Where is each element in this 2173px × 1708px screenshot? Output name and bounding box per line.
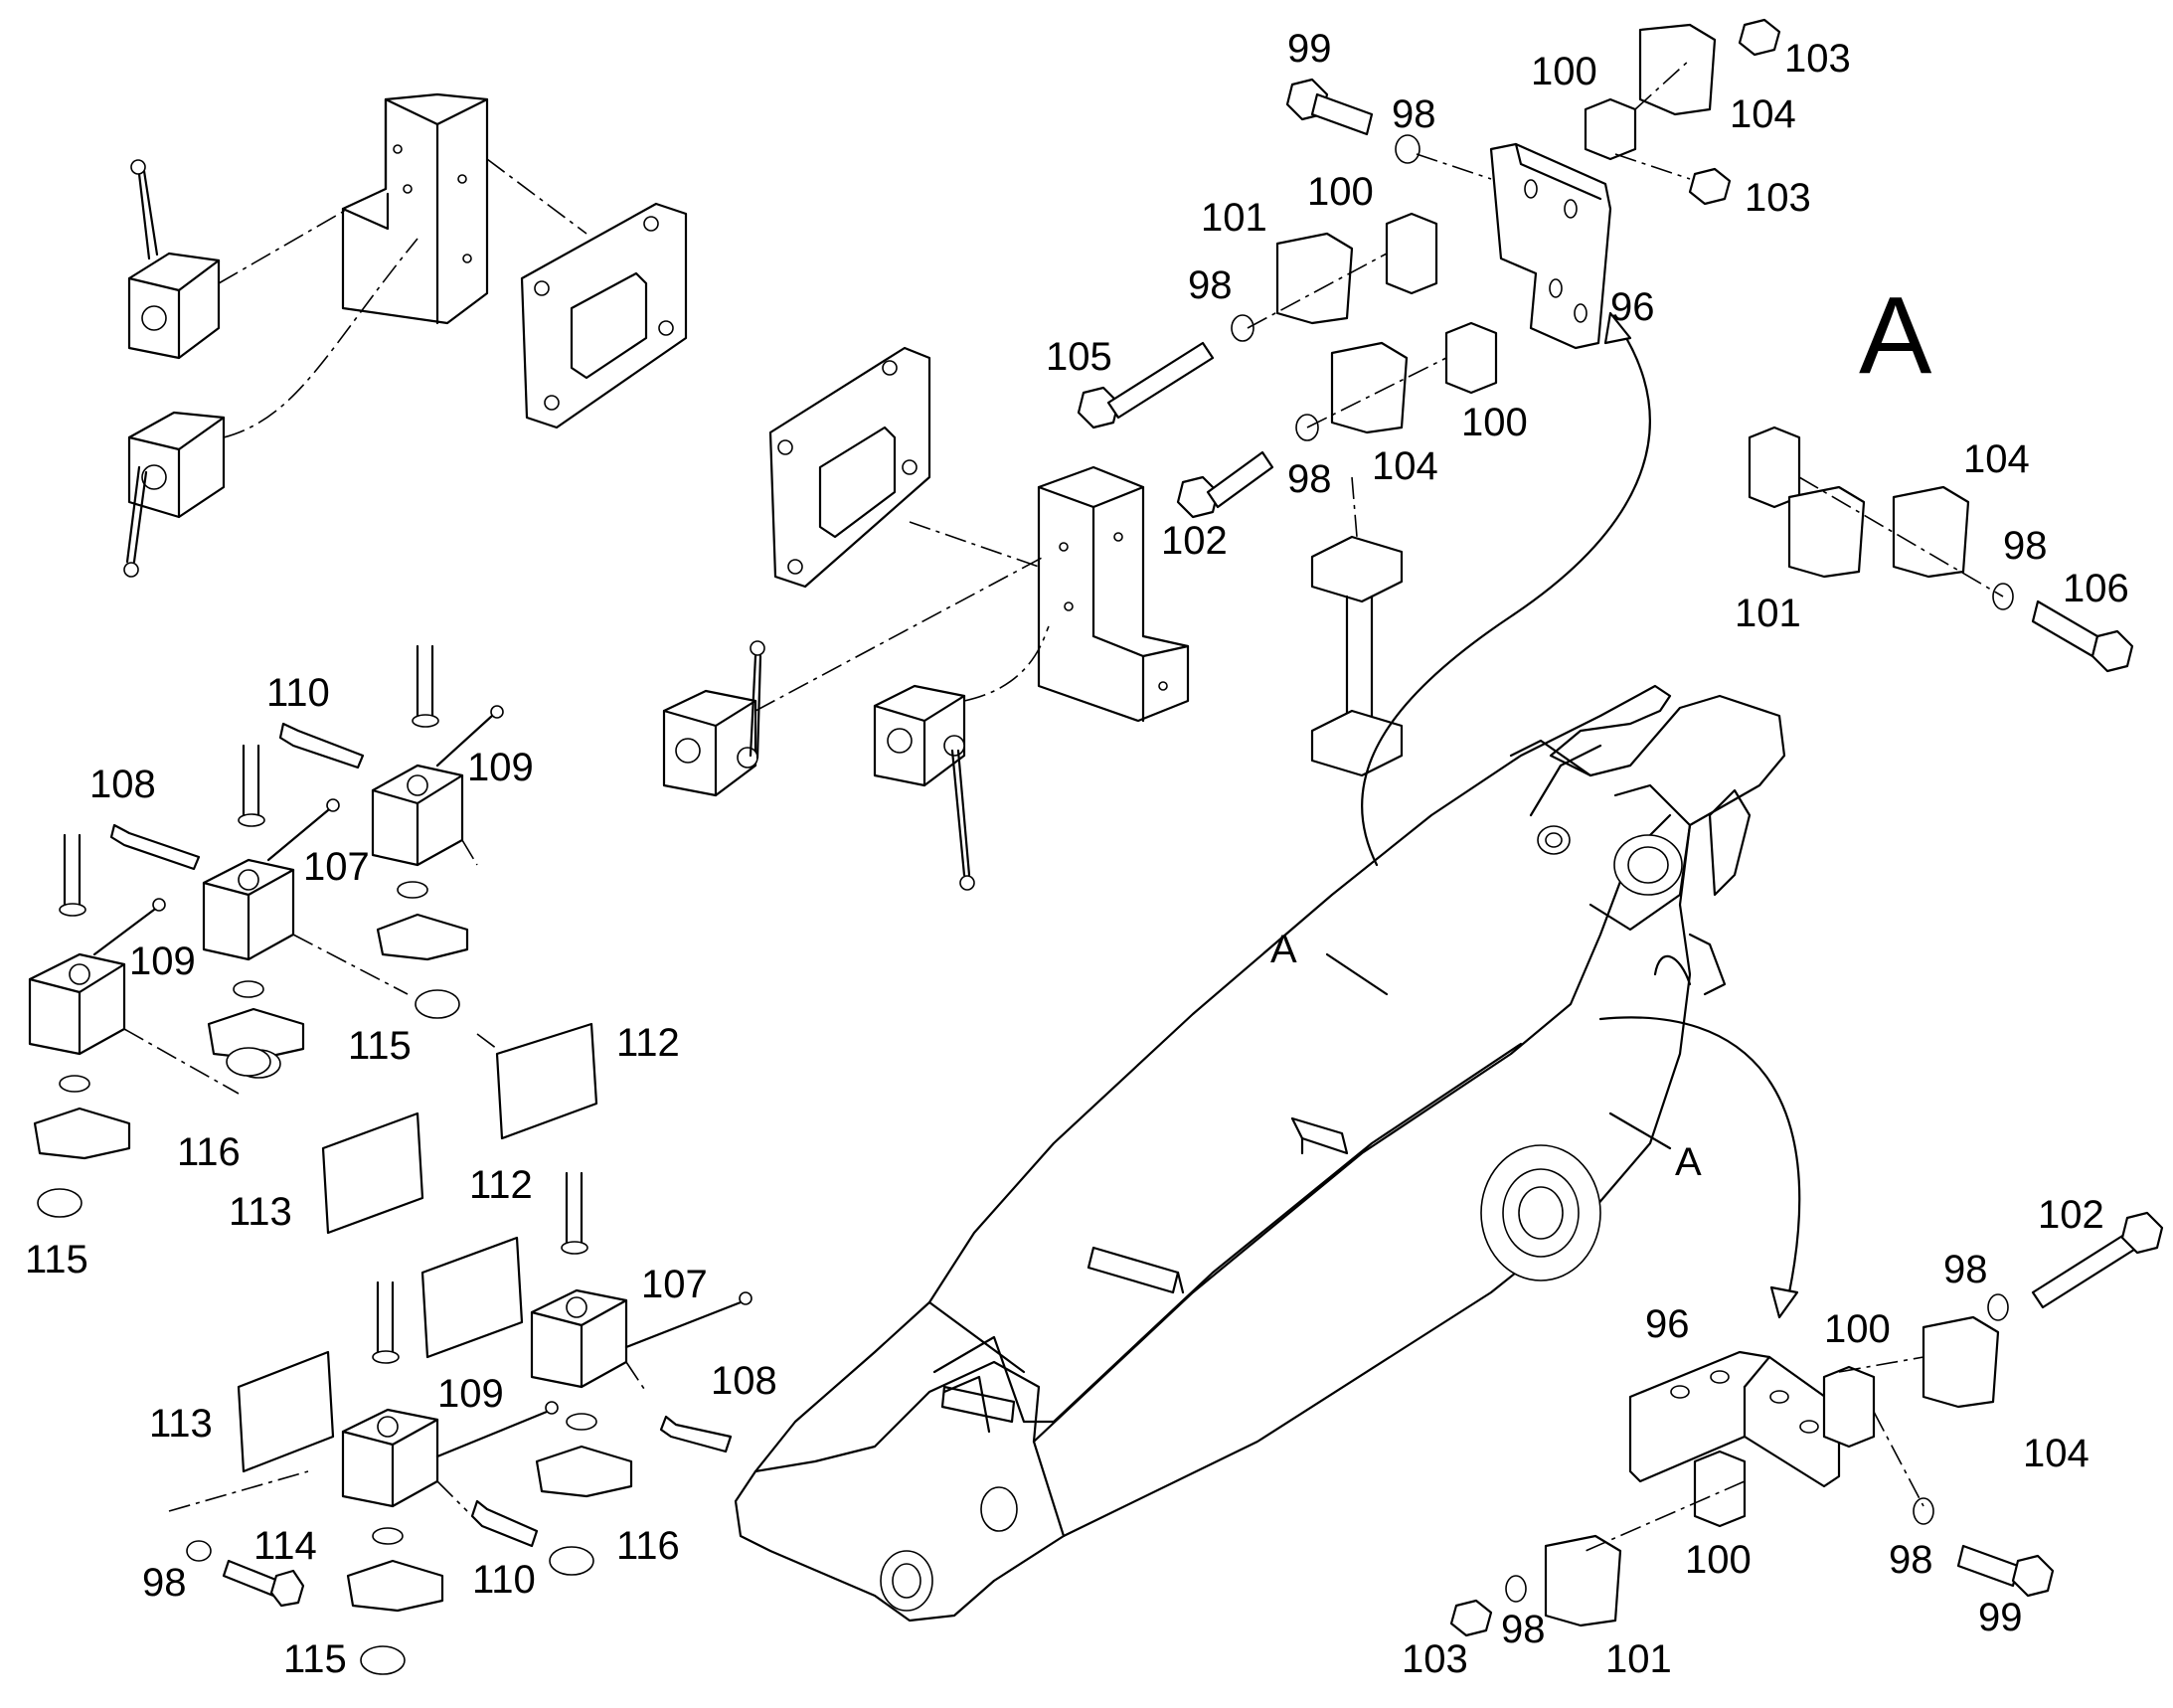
valve-assembly-top-left	[123, 92, 688, 578]
part-label: 100	[1531, 50, 1597, 93]
part-label: 103	[1745, 176, 1811, 220]
part-label: 106	[2063, 567, 2129, 610]
part-label: 104	[2023, 1432, 2089, 1475]
part-label: 101	[1605, 1637, 1672, 1681]
part-label: 113	[229, 1190, 292, 1234]
part-label: 110	[472, 1558, 536, 1602]
part-label: 103	[1784, 37, 1851, 81]
part-label: 107	[641, 1263, 708, 1306]
part-label: 100	[1824, 1307, 1891, 1351]
part-label: 102	[1161, 519, 1228, 563]
part-label: 114	[253, 1524, 317, 1568]
part-label: 115	[25, 1238, 88, 1281]
part-label: 98	[1188, 263, 1233, 307]
part-label: 101	[1201, 196, 1267, 240]
part-label: 96	[1645, 1302, 1690, 1346]
part-label: 108	[89, 763, 156, 806]
part-labels: 99 100 103 98 104 103 101 100 98 96 105 …	[25, 27, 2129, 1681]
valve-assembly-center	[662, 346, 1190, 891]
part-label: 99	[1978, 1596, 2023, 1639]
bracket-assembly-bottom-right	[1449, 1211, 2164, 1637]
part-label: 116	[177, 1130, 241, 1174]
detail-view-title: A	[1859, 274, 1932, 397]
part-label: 108	[711, 1359, 777, 1403]
view-marker-label: A	[1270, 928, 1297, 971]
part-label: 98	[1943, 1248, 1988, 1291]
part-label: 100	[1461, 401, 1528, 444]
view-marker-label: A	[1675, 1140, 1702, 1184]
part-label: 100	[1685, 1538, 1752, 1582]
part-label: 115	[283, 1637, 347, 1681]
part-label: 104	[1730, 92, 1796, 136]
detail-a-assembly	[1748, 426, 2134, 673]
part-label: 103	[1402, 1637, 1468, 1681]
boom-arm	[734, 684, 1786, 1623]
part-label: 109	[129, 939, 196, 983]
part-label: 112	[616, 1021, 680, 1065]
part-label: 99	[1287, 27, 1332, 71]
part-label: 109	[437, 1372, 504, 1416]
part-label: 115	[348, 1024, 412, 1068]
part-label: 105	[1046, 335, 1112, 379]
bracket-assembly-top	[1077, 18, 1781, 777]
part-label: 112	[469, 1163, 533, 1207]
part-label: 110	[266, 671, 330, 715]
part-label: 100	[1307, 170, 1374, 214]
part-label: 98	[142, 1561, 187, 1605]
part-label: 98	[2003, 524, 2048, 568]
part-label: 104	[1372, 444, 1438, 488]
valve-cluster-bottom	[168, 1171, 752, 1675]
part-label: 98	[1501, 1608, 1546, 1651]
part-label: 98	[1287, 457, 1332, 501]
part-label: 107	[303, 845, 370, 889]
callout-arrows	[1325, 311, 1801, 1319]
part-label: 101	[1735, 592, 1801, 635]
part-label: 96	[1610, 285, 1655, 329]
part-label: 104	[1963, 437, 2030, 481]
part-label: 113	[149, 1402, 213, 1446]
part-label: 116	[616, 1524, 680, 1568]
part-label: 98	[1392, 92, 1436, 136]
part-label: 109	[467, 746, 534, 789]
valve-cluster-left	[28, 644, 598, 1235]
part-label: 98	[1889, 1538, 1933, 1582]
part-label: 102	[2038, 1193, 2104, 1237]
